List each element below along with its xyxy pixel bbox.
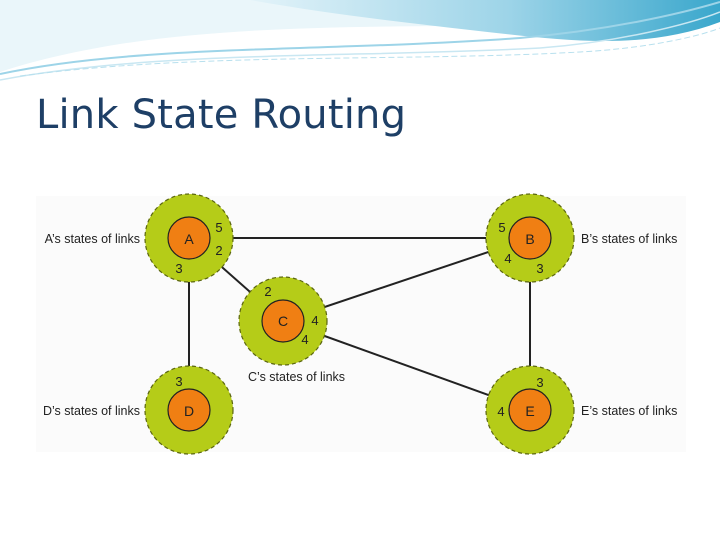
cost-d-to-a: 3	[175, 374, 182, 389]
node-e-label: E	[525, 403, 534, 419]
node-c: C	[238, 276, 328, 366]
cost-c-to-e: 4	[301, 332, 308, 347]
swoosh-line-2	[0, 11, 720, 81]
cost-b-to-c: 4	[504, 251, 511, 266]
state-caption-b: B’s states of links	[581, 232, 677, 246]
swoosh-line-1	[0, 1, 720, 75]
node-c-label: C	[278, 313, 288, 329]
cost-a-to-d: 3	[175, 261, 182, 276]
cost-a-to-c: 2	[215, 243, 222, 258]
swoosh-line-3	[19, 27, 720, 77]
cost-b-to-a: 5	[498, 220, 505, 235]
state-caption-e: E’s states of links	[581, 404, 677, 418]
node-e-core	[508, 388, 552, 432]
node-a-core	[167, 216, 211, 260]
state-caption-d: D’s states of links	[43, 404, 140, 418]
node-b: B	[485, 193, 575, 283]
slide-title: Link State Routing	[36, 92, 407, 138]
cost-e-to-c: 4	[497, 404, 504, 419]
cost-e-to-b: 3	[536, 375, 543, 390]
node-a-label: A	[184, 231, 194, 247]
cost-c-to-b: 4	[311, 313, 318, 328]
state-caption-c: C’s states of links	[248, 370, 345, 384]
cost-c-to-a: 2	[264, 284, 271, 299]
swoosh-band-main	[250, 0, 720, 42]
cost-labels: 5 2 3 5 4 3 2 4 4 3 3 4	[175, 220, 543, 419]
node-b-core	[508, 216, 552, 260]
node-b-label: B	[525, 231, 534, 247]
node-a: A	[144, 193, 234, 283]
node-d-core	[167, 388, 211, 432]
header-swoosh-decoration	[0, 0, 720, 81]
state-captions: A’s states of links B’s states of links …	[43, 232, 677, 418]
node-c-core	[261, 299, 305, 343]
node-d-label: D	[184, 403, 194, 419]
cost-a-to-b: 5	[215, 220, 222, 235]
node-d: D	[144, 365, 234, 455]
state-caption-a: A’s states of links	[45, 232, 140, 246]
cost-b-to-e: 3	[536, 261, 543, 276]
node-e: E	[485, 365, 575, 455]
